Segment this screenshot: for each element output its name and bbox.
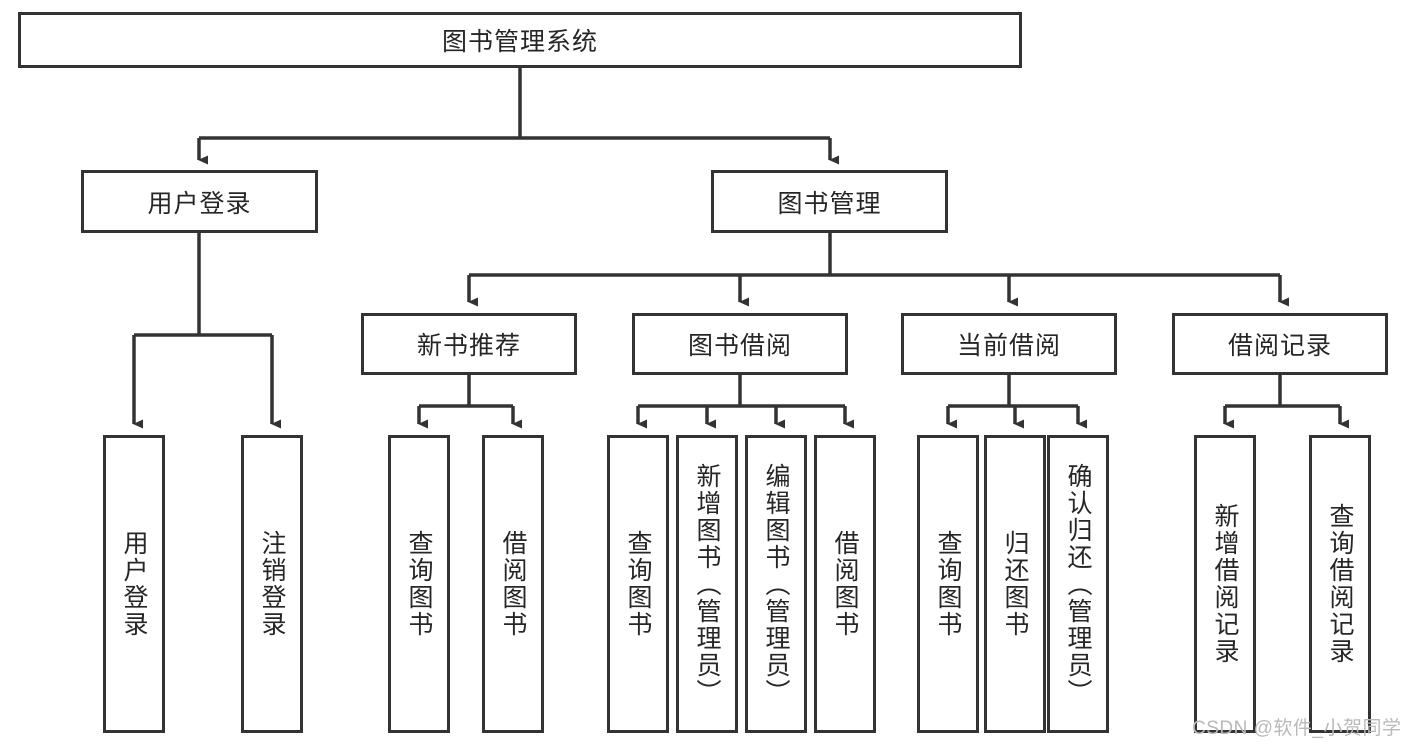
node-label: 新增图书（管理员）: [693, 462, 721, 706]
node-label: 新书推荐: [416, 332, 521, 360]
node-label: 注销登录: [258, 530, 286, 638]
node-leaf-logout-login[interactable]: 注销登录: [241, 435, 303, 733]
node-leaf-borrow-book[interactable]: 借阅图书: [814, 435, 876, 733]
node-label: 借阅图书: [499, 530, 527, 638]
node-book-borrow[interactable]: 图书借阅: [632, 313, 848, 375]
node-label: 图书借阅: [687, 332, 792, 360]
node-label: 借阅记录: [1227, 332, 1332, 360]
node-label: 借阅图书: [831, 530, 859, 638]
node-current-borrow[interactable]: 当前借阅: [901, 313, 1117, 375]
node-label: 归还图书: [1001, 530, 1029, 638]
node-book-management[interactable]: 图书管理: [711, 170, 948, 233]
node-leaf-add-borrow-record[interactable]: 新增借阅记录: [1194, 435, 1256, 733]
node-leaf-add-book[interactable]: 新增图书（管理员）: [676, 435, 738, 733]
node-label: 确认归还（管理员）: [1064, 462, 1092, 706]
node-label: 编辑图书（管理员）: [762, 462, 790, 706]
watermark-text: CSDN @软件_小贺同学: [1192, 718, 1402, 739]
node-user-login[interactable]: 用户登录: [81, 170, 318, 233]
node-label: 新增借阅记录: [1211, 503, 1239, 665]
node-new-book-recommend[interactable]: 新书推荐: [361, 313, 577, 375]
node-root-system[interactable]: 图书管理系统: [18, 12, 1022, 68]
node-label: 用户登录: [147, 189, 252, 218]
node-label: 用户登录: [120, 530, 148, 638]
node-label: 查询图书: [624, 530, 652, 638]
node-label: 图书管理: [777, 189, 882, 218]
node-leaf-borrow-book-recommend[interactable]: 借阅图书: [482, 435, 544, 733]
node-leaf-query-book-borrow[interactable]: 查询图书: [607, 435, 669, 733]
node-leaf-confirm-return[interactable]: 确认归还（管理员）: [1047, 435, 1109, 733]
node-label: 查询图书: [934, 530, 962, 638]
node-label: 图书管理系统: [441, 28, 598, 56]
node-label: 当前借阅: [956, 332, 1061, 360]
node-leaf-query-book-current[interactable]: 查询图书: [917, 435, 979, 733]
node-leaf-edit-book[interactable]: 编辑图书（管理员）: [745, 435, 807, 733]
node-leaf-return-book[interactable]: 归还图书: [984, 435, 1046, 733]
node-leaf-query-book-recommend[interactable]: 查询图书: [388, 435, 450, 733]
node-label: 查询借阅记录: [1326, 503, 1354, 665]
node-leaf-query-borrow-record[interactable]: 查询借阅记录: [1309, 435, 1371, 733]
node-borrow-record[interactable]: 借阅记录: [1172, 313, 1388, 375]
node-leaf-user-login[interactable]: 用户登录: [103, 435, 165, 733]
node-label: 查询图书: [405, 530, 433, 638]
